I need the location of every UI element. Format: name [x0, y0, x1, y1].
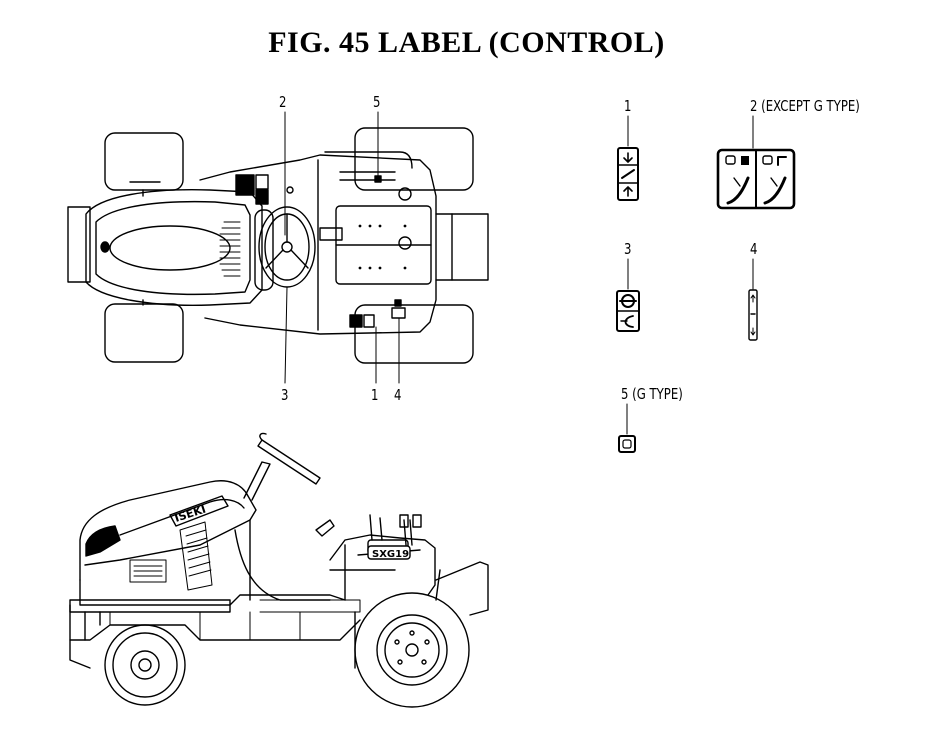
grab-bar — [324, 151, 413, 169]
label-5-position — [374, 175, 382, 183]
label-5-icon — [618, 403, 636, 453]
label-1-icon — [617, 115, 639, 201]
callout-5-top: 5 — [373, 93, 381, 111]
rear-wheel-side — [354, 592, 470, 708]
legend-number-2: 2 (EXCEPT G TYPE) — [750, 97, 860, 115]
tractor-side-view — [69, 432, 489, 708]
front-bumper — [67, 206, 91, 283]
label-4-position — [391, 307, 406, 319]
top-leader-lines — [284, 111, 400, 384]
label-4-icon — [748, 258, 758, 341]
side-frame — [79, 579, 346, 606]
callout-3-top: 3 — [281, 386, 289, 404]
chassis-body — [199, 154, 489, 335]
model-decal: SXG19 — [372, 549, 409, 560]
brand-decal: ISEKI — [173, 503, 208, 525]
label-2-icon — [716, 115, 796, 210]
steering-wheel-side — [243, 432, 321, 501]
front-wheel-side — [104, 624, 186, 706]
pedals — [235, 174, 294, 205]
legend-number-1: 1 — [624, 97, 632, 115]
figure-title: FIG. 45 LABEL (CONTROL) — [268, 26, 665, 59]
seat-lever — [319, 227, 343, 241]
side-grille — [129, 521, 213, 591]
legend-number-5: 5 (G TYPE) — [621, 385, 683, 403]
callout-4-top: 4 — [394, 386, 402, 404]
callout-1-top: 1 — [371, 386, 379, 404]
label-1-position — [349, 314, 363, 328]
legend-number-3: 3 — [624, 240, 632, 258]
hood-side — [79, 480, 257, 581]
hood — [85, 189, 263, 306]
tractor-top-view — [67, 111, 489, 384]
legend-number-4: 4 — [750, 240, 758, 258]
rear-deck-side — [354, 561, 489, 669]
label-3-icon — [616, 258, 640, 332]
callout-2-top: 2 — [279, 93, 287, 111]
